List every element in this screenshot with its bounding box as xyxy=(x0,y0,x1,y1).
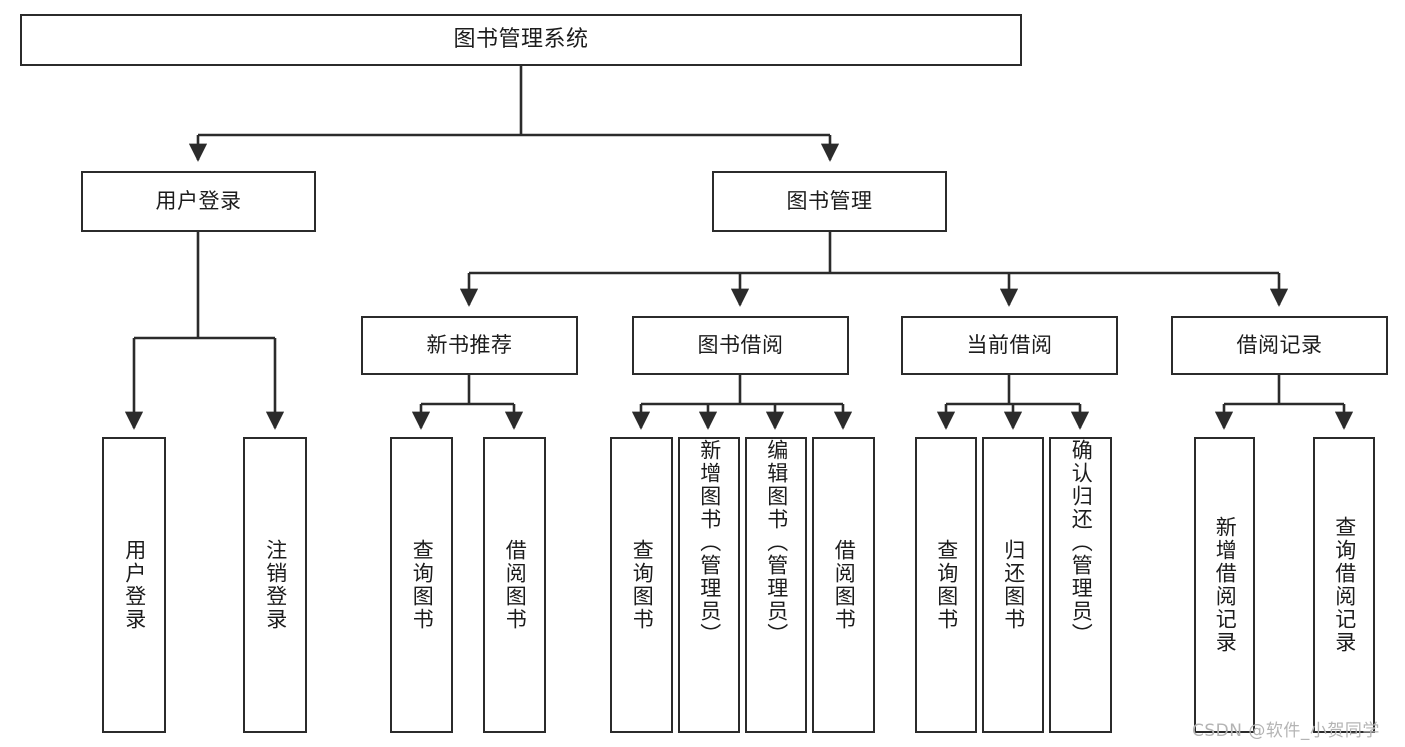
leaf-add-book-admin[interactable]: 新增图书（管理员） xyxy=(678,437,740,733)
leaf-add-borrow-record[interactable]: 新增借阅记录 xyxy=(1194,437,1255,733)
node-label: 查询图书 xyxy=(630,539,655,631)
leaf-borrow-book-recommend[interactable]: 借阅图书 xyxy=(483,437,546,733)
node-current-borrow[interactable]: 当前借阅 xyxy=(901,316,1118,375)
node-label: 用户登录 xyxy=(155,188,242,213)
node-label: 图书管理 xyxy=(786,188,873,213)
csdn-watermark: CSDN @软件_小贺同学 xyxy=(1192,721,1380,741)
node-book-borrow[interactable]: 图书借阅 xyxy=(632,316,849,375)
node-label: 查询借阅记录 xyxy=(1332,516,1357,654)
node-label: 查询图书 xyxy=(934,539,959,631)
node-label: 借阅图书 xyxy=(503,539,528,631)
leaf-query-book-borrow[interactable]: 查询图书 xyxy=(610,437,673,733)
node-label: 图书管理系统 xyxy=(453,26,589,52)
node-user-login[interactable]: 用户登录 xyxy=(81,171,316,232)
leaf-query-borrow-record[interactable]: 查询借阅记录 xyxy=(1313,437,1375,733)
node-root-system[interactable]: 图书管理系统 xyxy=(20,14,1022,66)
leaf-user-login[interactable]: 用户登录 xyxy=(102,437,166,733)
node-label: 新书推荐 xyxy=(426,332,513,357)
leaf-borrow-book[interactable]: 借阅图书 xyxy=(812,437,875,733)
leaf-return-book[interactable]: 归还图书 xyxy=(982,437,1044,733)
node-label: 用户登录 xyxy=(122,539,147,631)
node-book-management[interactable]: 图书管理 xyxy=(712,171,947,232)
node-label: 借阅图书 xyxy=(832,539,857,631)
node-label: 新增图书（管理员） xyxy=(697,439,722,646)
leaf-query-book-current[interactable]: 查询图书 xyxy=(915,437,977,733)
leaf-edit-book-admin[interactable]: 编辑图书（管理员） xyxy=(745,437,807,733)
node-new-book-recommend[interactable]: 新书推荐 xyxy=(361,316,578,375)
node-label: 新增借阅记录 xyxy=(1213,516,1238,654)
leaf-confirm-return-admin[interactable]: 确认归还（管理员） xyxy=(1049,437,1112,733)
leaf-logout[interactable]: 注销登录 xyxy=(243,437,307,733)
node-label: 查询图书 xyxy=(410,539,435,631)
node-label: 当前借阅 xyxy=(966,332,1053,357)
node-label: 借阅记录 xyxy=(1236,332,1323,357)
node-label: 注销登录 xyxy=(263,539,288,631)
node-label: 归还图书 xyxy=(1001,539,1026,631)
node-label: 图书借阅 xyxy=(697,332,784,357)
node-label: 确认归还（管理员） xyxy=(1069,439,1094,646)
node-label: 编辑图书（管理员） xyxy=(764,439,789,646)
node-borrow-record[interactable]: 借阅记录 xyxy=(1171,316,1388,375)
leaf-query-book-recommend[interactable]: 查询图书 xyxy=(390,437,453,733)
